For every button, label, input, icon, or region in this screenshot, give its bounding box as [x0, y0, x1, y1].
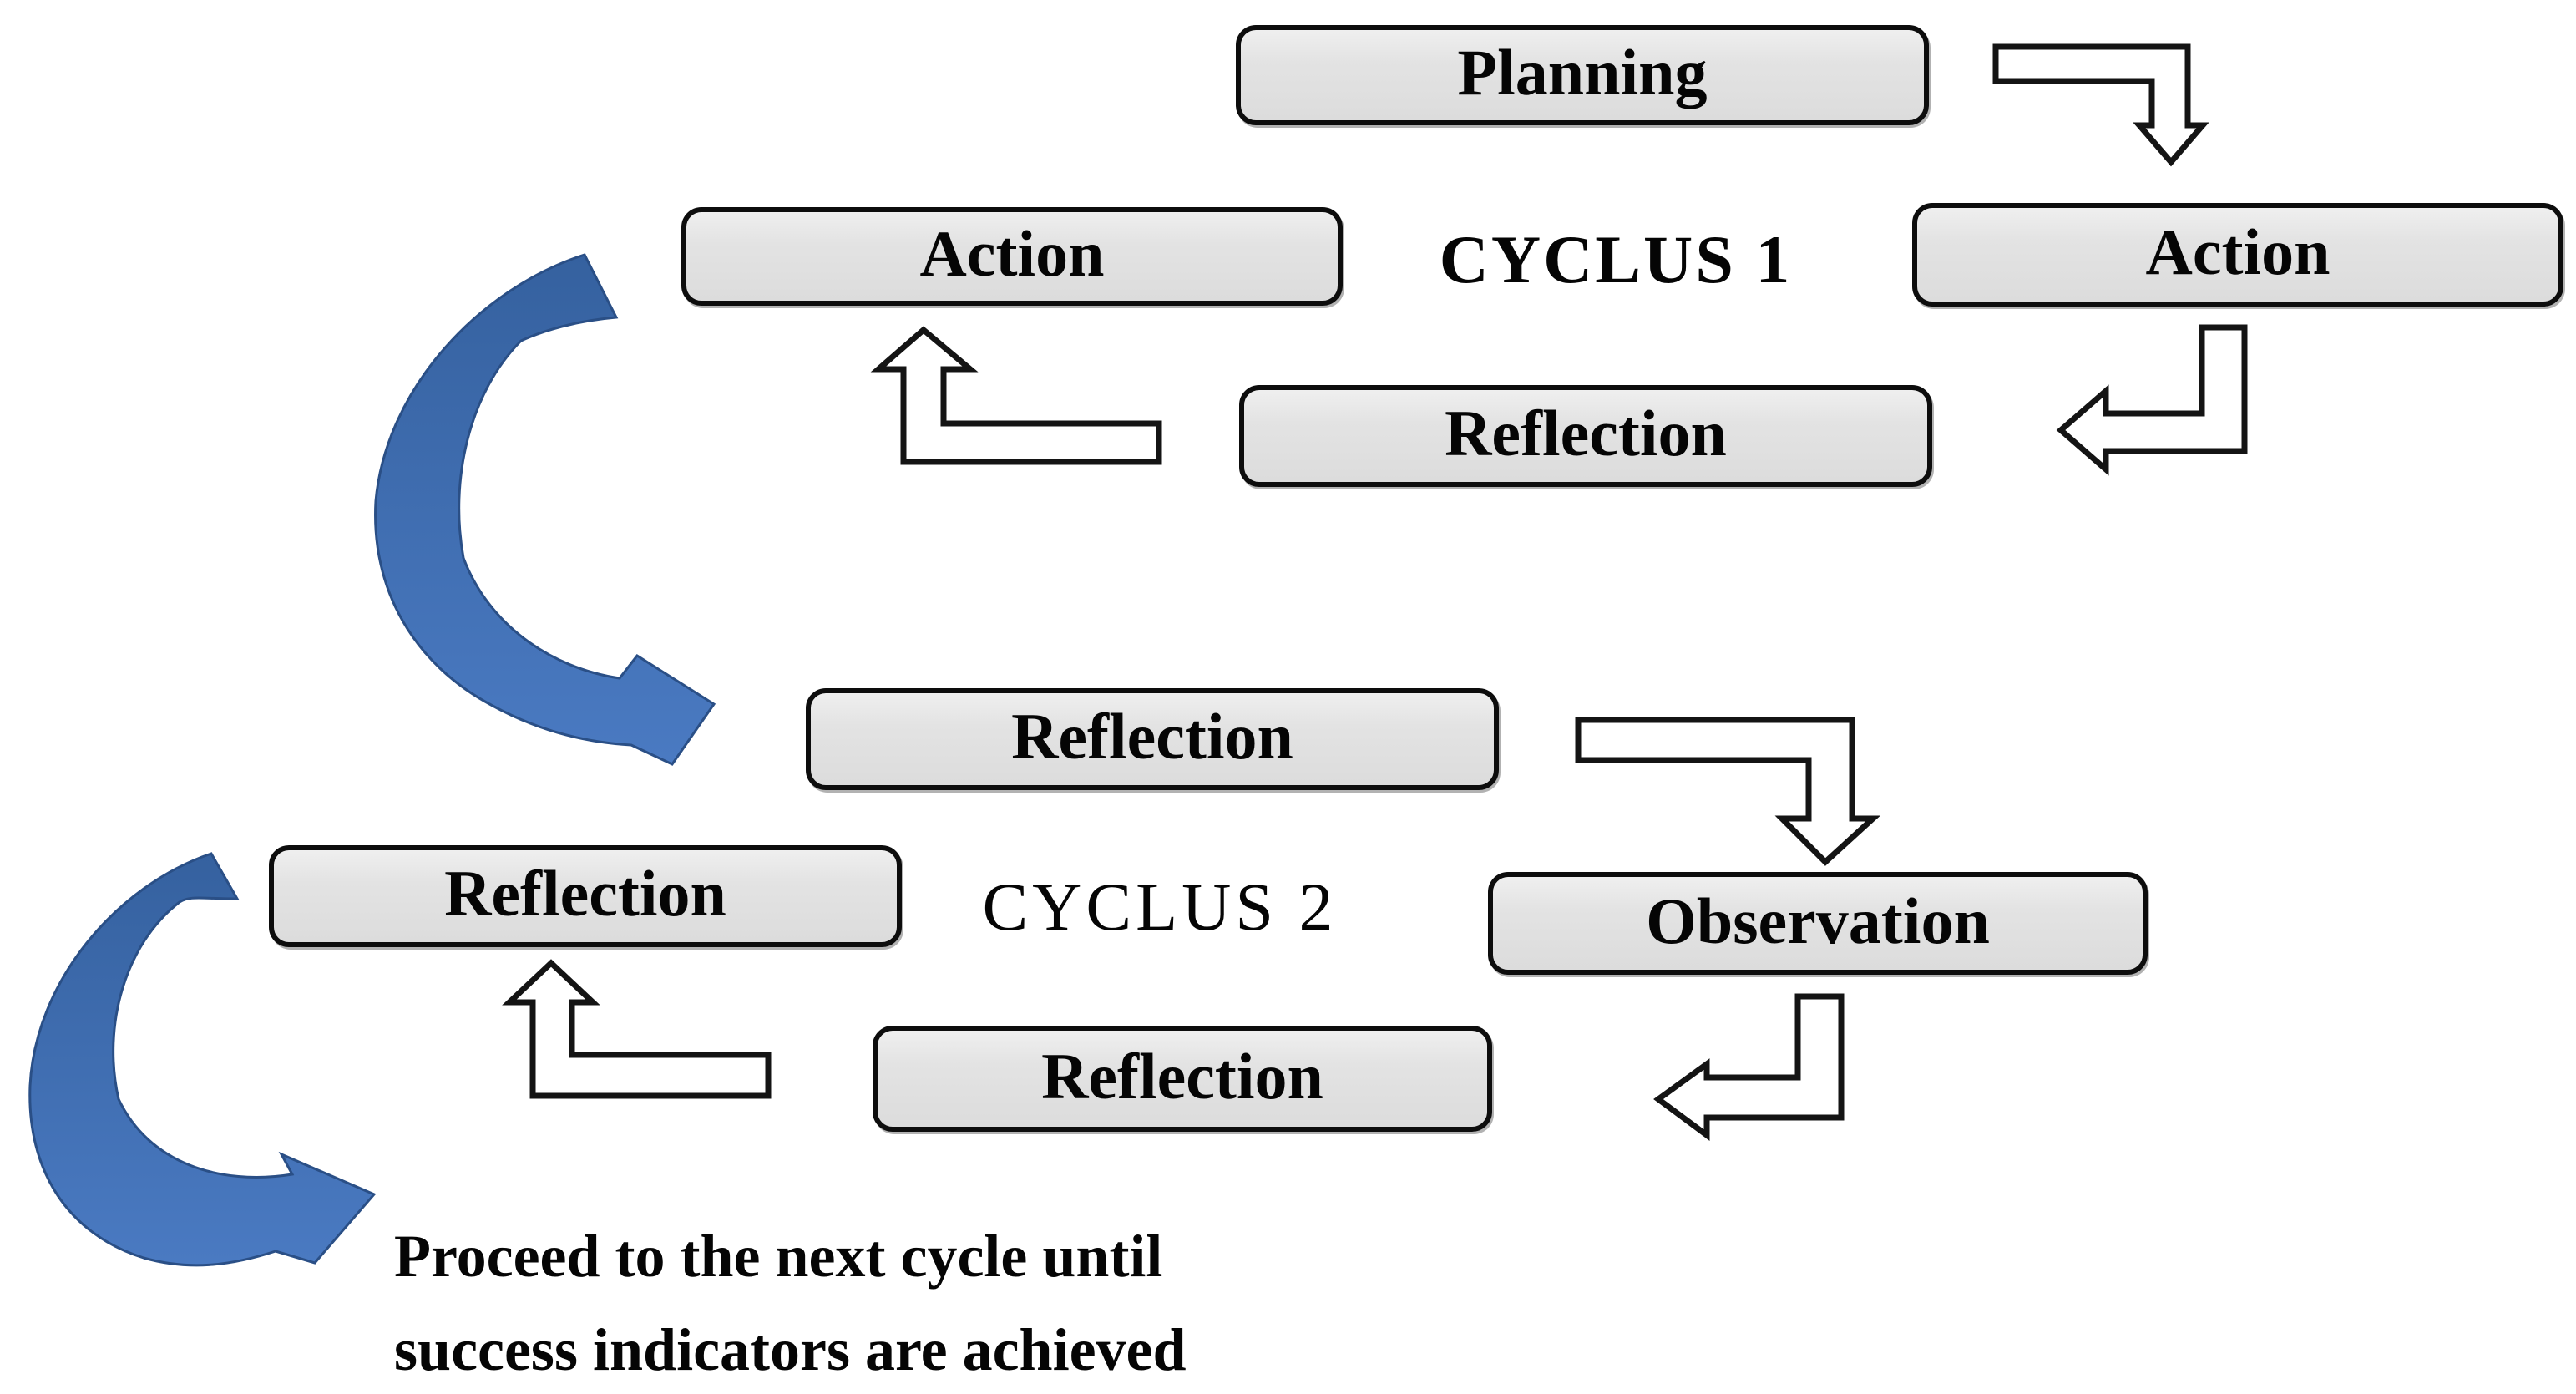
box-reflection-cycle1-label: Reflection	[1445, 397, 1727, 469]
bent-arrow-reflection-to-action-icon	[870, 326, 1162, 465]
box-action-left: Action	[681, 207, 1343, 306]
box-reflection-cycle2-left: Reflection	[269, 845, 902, 947]
box-action-right: Action	[1912, 203, 2563, 307]
bent-arrow-reflection-to-observation-icon	[1575, 717, 1881, 866]
box-reflection-cycle2-top-label: Reflection	[1011, 700, 1293, 773]
box-action-right-label: Action	[2145, 215, 2331, 288]
box-action-left-label: Action	[919, 217, 1105, 290]
box-reflection-cycle2-bottom: Reflection	[873, 1026, 1492, 1132]
next-cycle-note: Proceed to the next cycle until success …	[394, 1209, 1187, 1394]
box-reflection-cycle1: Reflection	[1239, 385, 1932, 487]
box-reflection-cycle2-top: Reflection	[806, 688, 1499, 790]
bent-arrow-observation-to-reflection-icon	[1653, 993, 1845, 1141]
bent-arrow-action-to-reflection-icon	[2056, 324, 2248, 476]
cycle2-title: CYCLUS 2	[982, 869, 1338, 945]
curved-arrow-cycle2-to-next-cycle-icon	[28, 852, 377, 1267]
box-reflection-cycle2-left-label: Reflection	[444, 857, 726, 930]
next-cycle-note-line1: Proceed to the next cycle until	[394, 1223, 1163, 1290]
curved-arrow-cycle1-to-cycle2-icon	[374, 253, 716, 766]
box-planning-label: Planning	[1457, 36, 1708, 109]
box-reflection-cycle2-bottom-label: Reflection	[1041, 1039, 1323, 1113]
box-observation-label: Observation	[1646, 884, 1990, 957]
box-planning: Planning	[1236, 25, 1929, 125]
next-cycle-note-line2: success indicators are achieved	[394, 1316, 1187, 1383]
bent-arrow-reflection-to-reflection-icon	[502, 959, 772, 1099]
bent-arrow-planning-to-action-icon	[1992, 43, 2209, 167]
cycle1-title: CYCLUS 1	[1439, 221, 1793, 297]
box-observation: Observation	[1488, 872, 2148, 975]
